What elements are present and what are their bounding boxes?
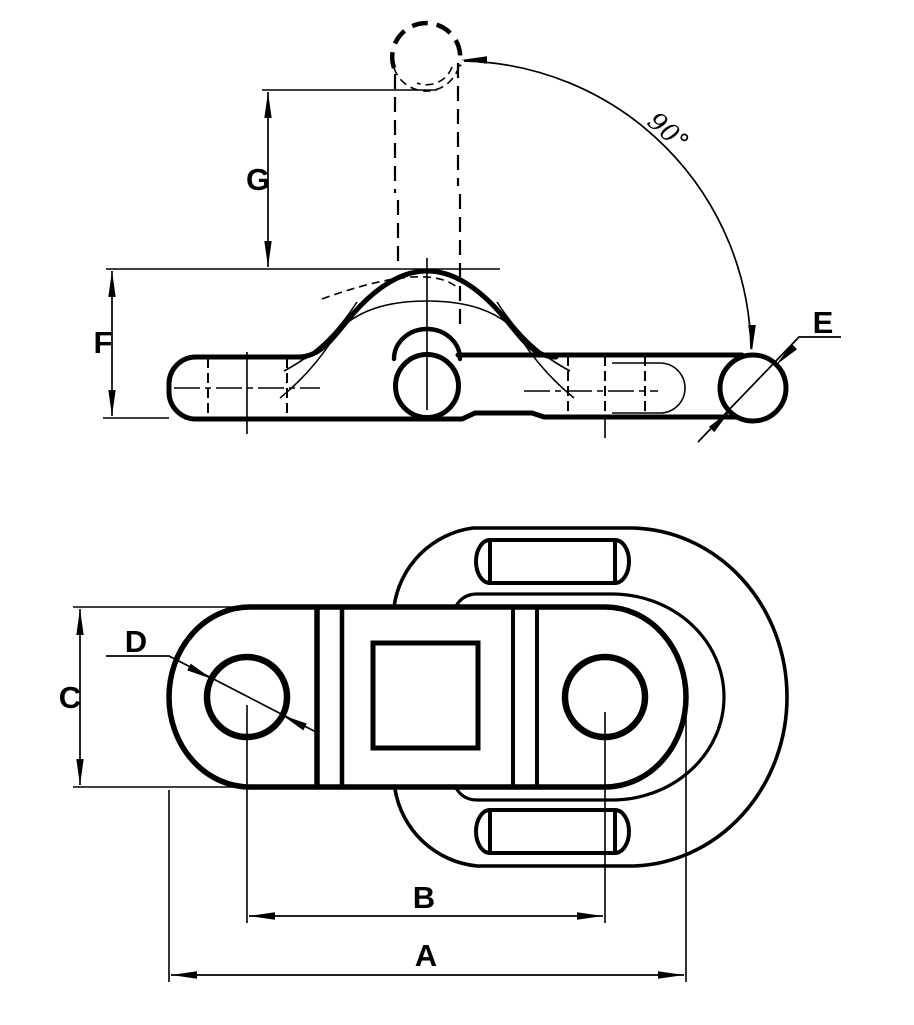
side-view: 90° G F E bbox=[94, 20, 841, 443]
dim-d-arrow-upper bbox=[187, 663, 212, 679]
body-outline bbox=[166, 354, 743, 422]
arm-end-edge bbox=[612, 362, 686, 414]
dim-label-g: G bbox=[246, 162, 270, 197]
dim-d: D bbox=[106, 624, 317, 733]
center-verticals bbox=[246, 258, 606, 438]
ring-pin-circle bbox=[717, 352, 789, 424]
dim-label-e: E bbox=[813, 305, 834, 340]
swing-arc-arrow-end bbox=[748, 325, 756, 351]
dim-c: C bbox=[59, 606, 250, 788]
slot-top-chords bbox=[488, 538, 617, 585]
dim-e-leader bbox=[697, 336, 841, 443]
phantom-upright-ring bbox=[321, 20, 463, 330]
dim-g: G bbox=[246, 89, 437, 267]
phantom-ring-inner-arc bbox=[416, 66, 453, 86]
phantom-ring-circle bbox=[389, 20, 463, 69]
slot-bottom-chords bbox=[488, 808, 617, 855]
dim-angle: 90° bbox=[461, 56, 756, 351]
slot-top bbox=[474, 538, 631, 585]
dim-label-b: B bbox=[413, 880, 435, 915]
blend-curve-left-1 bbox=[283, 301, 358, 372]
dim-label-d: D bbox=[125, 624, 147, 659]
blend-curve-right-1 bbox=[496, 301, 571, 372]
slot-bottom bbox=[474, 808, 631, 855]
slot-top-outline bbox=[474, 538, 631, 585]
angle-label: 90° bbox=[642, 106, 694, 157]
dim-e-arrow-lower bbox=[708, 411, 730, 433]
swing-arc-arrow-start bbox=[461, 56, 487, 64]
ring-inner-plate-outline bbox=[454, 592, 726, 802]
dim-d-leader bbox=[106, 655, 317, 733]
dim-d-arrow-lower bbox=[282, 715, 307, 731]
ring-outer-outline bbox=[392, 526, 789, 868]
phantom-ring-circle-bottom bbox=[393, 65, 460, 92]
blend-curve-left-2 bbox=[279, 338, 334, 399]
slot-bottom-outline bbox=[474, 808, 631, 855]
dim-e-arrow-upper bbox=[776, 343, 798, 365]
dim-label-f: F bbox=[94, 325, 113, 360]
dim-e: E bbox=[697, 305, 841, 443]
dim-b: B bbox=[246, 705, 606, 923]
dim-f: F bbox=[94, 268, 500, 419]
centerlines-horizontal bbox=[174, 387, 658, 392]
phantom-stem-left bbox=[393, 74, 400, 268]
dim-label-c: C bbox=[59, 680, 81, 715]
plan-view: C D B A bbox=[59, 526, 789, 982]
center-square-opening bbox=[370, 640, 481, 751]
phantom-stem-right bbox=[456, 63, 462, 330]
dim-a: A bbox=[168, 714, 687, 982]
swing-arc bbox=[463, 60, 752, 350]
dim-label-a: A bbox=[415, 938, 437, 973]
phantom-dome-arc bbox=[321, 276, 459, 300]
